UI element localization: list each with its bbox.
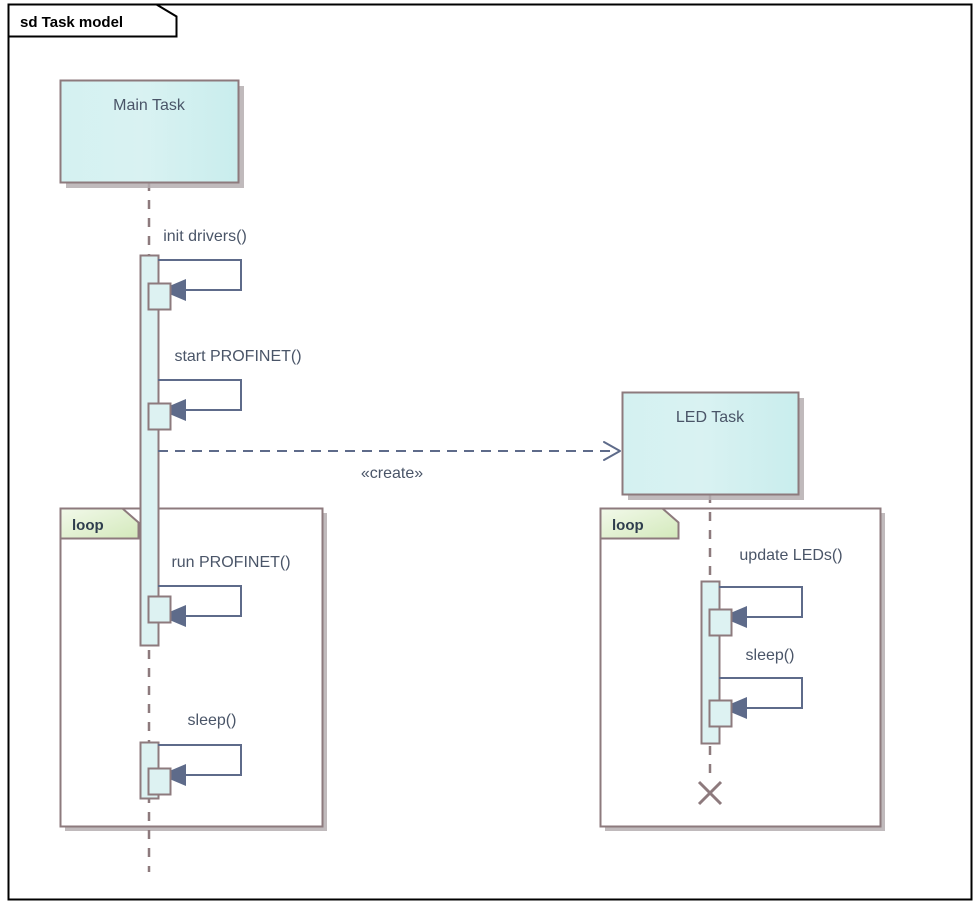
nested-execution-start-profinet-exec <box>147 402 172 431</box>
activations-layer <box>139 254 721 800</box>
lifeline-name-main-task: Main Task <box>113 97 186 114</box>
destroy-stroke-b <box>697 780 723 806</box>
lifeline-head-main-task[interactable]: Main Task <box>59 79 245 189</box>
fragment-operator-label: loop <box>612 517 644 534</box>
message-update-leds[interactable] <box>719 586 803 628</box>
message-label-update-leds: update LEDs() <box>739 547 842 564</box>
message-arrowhead <box>160 764 186 786</box>
frame-border <box>7 3 973 901</box>
combined-fragment-loop-led: loop <box>599 507 885 831</box>
nested-execution-init-drivers-exec <box>147 282 172 311</box>
destroy-marker-led-task <box>697 780 723 806</box>
message-start-profinet[interactable] <box>158 379 242 421</box>
message-arrowhead <box>160 399 186 421</box>
message-label-start-profinet: start PROFINET() <box>174 348 301 365</box>
nested-execution-sleep-main-exec <box>147 767 172 796</box>
message-sleep-main[interactable] <box>158 744 242 786</box>
fragment-operator-tab <box>59 507 140 540</box>
lifeline-head-led-task[interactable]: LED Task <box>621 391 805 501</box>
fragment-border <box>599 507 882 828</box>
self-call-path <box>158 259 242 291</box>
destroy-markers-layer <box>697 780 723 806</box>
message-label-sleep-main: sleep() <box>188 712 237 729</box>
frame-tab-label: sd Task model <box>20 14 123 31</box>
nested-execution-update-leds-exec <box>708 608 733 637</box>
lifeline-head-box <box>621 391 800 496</box>
fragment-operator-tab <box>599 507 680 540</box>
message-label-init-drivers: init drivers() <box>163 228 247 245</box>
message-arrowhead <box>160 605 186 627</box>
message-sleep-led[interactable] <box>719 677 803 719</box>
message-create-led-task[interactable] <box>158 441 621 461</box>
nested-execution-run-profinet-exec <box>147 595 172 624</box>
nested-execution-layer <box>147 282 733 796</box>
messages-layer <box>158 259 803 786</box>
frame-tab <box>7 3 178 38</box>
message-label-run-profinet: run PROFINET() <box>171 554 290 571</box>
combined-fragment-loop-main: loop <box>59 507 327 831</box>
message-run-profinet[interactable] <box>158 585 242 627</box>
message-arrowhead <box>721 697 747 719</box>
message-arrowhead <box>721 606 747 628</box>
self-call-path <box>158 744 242 776</box>
lifeline-name-led-task: LED Task <box>676 409 745 426</box>
fragment-operator-label: loop <box>72 517 104 534</box>
self-call-path <box>158 585 242 617</box>
message-labels-layer: init drivers() start PROFINET() «create» ru… <box>163 228 842 729</box>
create-message-arrowhead <box>603 441 621 461</box>
message-label-create-led-task: «create» <box>361 465 423 482</box>
message-label-sleep-led: sleep() <box>746 647 795 664</box>
diagram-frame: sd Task model <box>7 3 973 901</box>
self-call-path <box>719 677 803 709</box>
fragment-border <box>59 507 324 828</box>
activation-bar-main-bar <box>139 254 160 647</box>
self-call-path <box>719 586 803 618</box>
fragments-layer: loop loop <box>59 507 885 831</box>
self-call-path <box>158 379 242 411</box>
message-arrowhead <box>160 279 186 301</box>
lifeline-head-box <box>59 79 240 184</box>
nested-execution-sleep-led-exec <box>708 699 733 728</box>
message-init-drivers[interactable] <box>158 259 242 301</box>
